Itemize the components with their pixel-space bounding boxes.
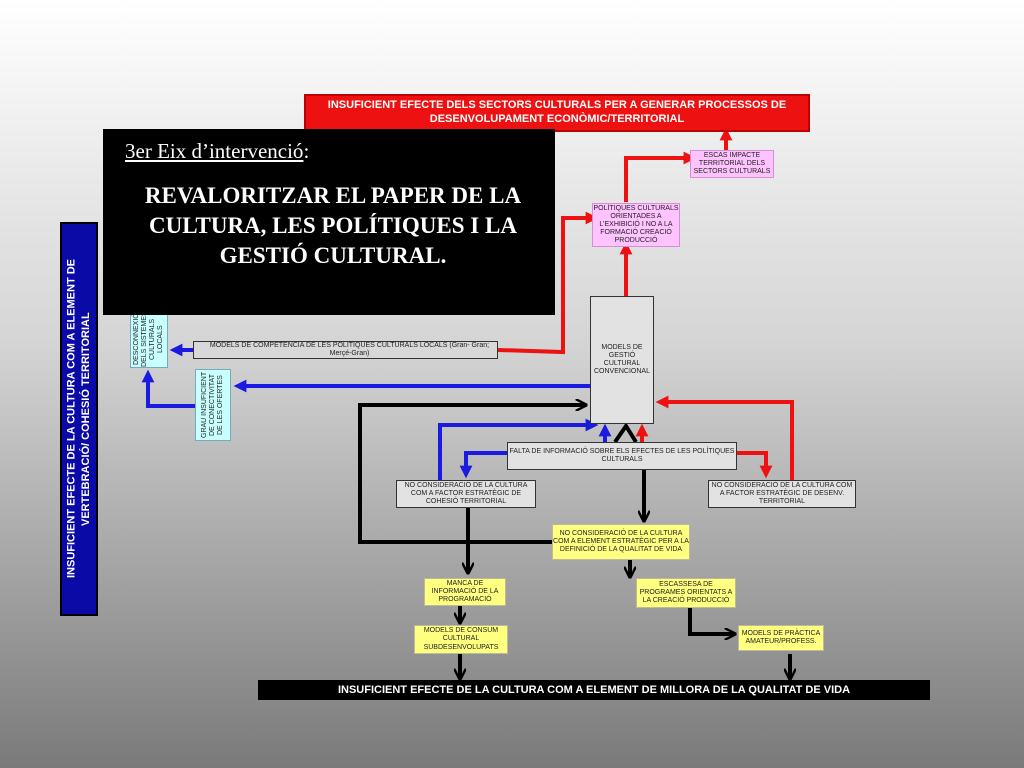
desconnexio-box: DESCONNEXIÓ DELS SISTEMES CULTURALS LOCA…: [130, 310, 168, 368]
arrow-desenv-to-models: [655, 395, 794, 482]
callout-heading-colon: :: [303, 139, 310, 163]
top-banner: INSUFICIENT EFECTE DELS SECTORS CULTURAL…: [304, 94, 810, 132]
intervention-callout: 3er Eix d’intervenció: REVALORITZAR EL P…: [103, 129, 555, 315]
models-practica-box: MODELS DE PRÀCTICA AMATEUR/PROFESS.: [738, 625, 824, 651]
no-consideracio-desenv-box: NO CONSIDERACIÓ DE LA CULTURA COM A FACT…: [708, 480, 856, 508]
no-consideracio-qualitat-box: NO CONSIDERACIÓ DE LA CULTURA COM A ELEM…: [552, 524, 690, 560]
callout-heading-label: 3er Eix d’intervenció: [125, 139, 304, 163]
callout-heading: 3er Eix d’intervenció:: [125, 139, 309, 164]
arrow-qualitat-to-models: [358, 405, 596, 544]
side-banner: INSUFICIENT EFECTE DE LA CULTURA COM A E…: [60, 222, 98, 616]
arrow-competencia-to-politiques: [497, 211, 599, 355]
arrow-escassesa-to-practica: [688, 608, 734, 634]
arrow-politiques-to-escas: [624, 151, 697, 202]
manca-informacio-box: MANCA DE INFORMACIÓ DE LA PROGRAMACIÓ: [424, 578, 506, 606]
models-consum-box: MODELS DE CONSUM CULTURAL SUBDESENVOLUPA…: [414, 625, 508, 654]
arrow-falta-to-cohesio: [459, 451, 507, 479]
politiques-orientades-box: POLÍTIQUES CULTURALS ORIENTADES A L’EXHI…: [592, 203, 680, 247]
models-competencia-box: MODELS DE COMPETÈNCIA DE LES POLÍTIQUES …: [193, 341, 498, 359]
bottom-banner: INSUFICIENT EFECTE DE LA CULTURA COM A E…: [258, 680, 930, 700]
escas-impacte-box: ESCAS IMPACTE TERRITORIAL DELS SECTORS C…: [690, 150, 774, 178]
callout-body: REVALORITZAR EL PAPER DE LA CULTURA, LES…: [144, 183, 522, 268]
models-gestio-box: MODELS DE GESTIÓ CULTURAL CONVENCIONAL: [590, 296, 654, 424]
arrow-falta-to-desenv: [735, 451, 773, 479]
arrow-grau-to-desconnexio: [141, 369, 195, 408]
arrow-cohesio-to-models: [438, 418, 599, 482]
arrow-up-black: [613, 422, 638, 444]
grau-insuficient-box: GRAU INSUFICIENT DE CONECTIVITAT DE LES …: [195, 369, 231, 441]
escassesa-programes-box: ESCASSESA DE PROGRAMES ORIENTATS A LA CR…: [636, 578, 736, 608]
falta-informacio-box: FALTA DE INFORMACIÓ SOBRE ELS EFECTES DE…: [507, 442, 737, 470]
no-consideracio-cohesio-box: NO CONSIDERACIÓ DE LA CULTURA COM A FACT…: [396, 480, 536, 508]
